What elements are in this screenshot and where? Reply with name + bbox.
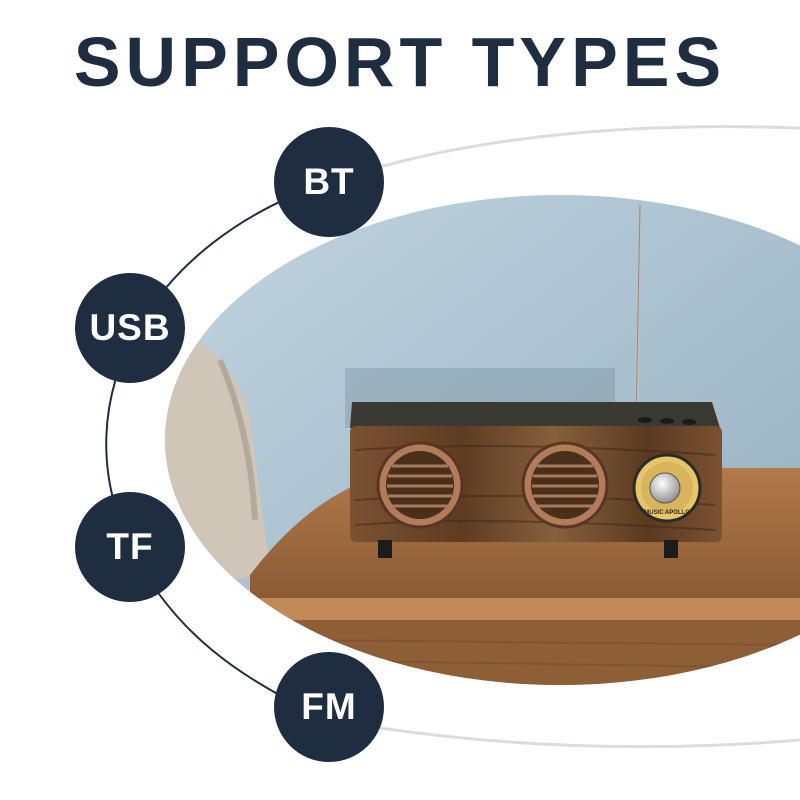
outer-arc-bottom [329, 718, 800, 749]
page-title: SUPPORT TYPES [73, 23, 727, 101]
dial-brand-text: MUSIC APOLLO [644, 510, 690, 516]
badge-usb-label: USB [89, 307, 171, 348]
outer-arc-top [329, 125, 800, 184]
retro-radio: MUSIC APOLLO [350, 204, 722, 558]
badge-bt: BT [274, 127, 384, 237]
badge-usb: USB [75, 273, 185, 383]
badge-bt-label: BT [303, 161, 355, 202]
badge-tf: TF [75, 492, 185, 602]
badge-tf-label: TF [106, 526, 154, 567]
badge-fm-label: FM [301, 686, 357, 727]
radio-knob [649, 472, 681, 504]
badge-fm: FM [274, 652, 384, 762]
